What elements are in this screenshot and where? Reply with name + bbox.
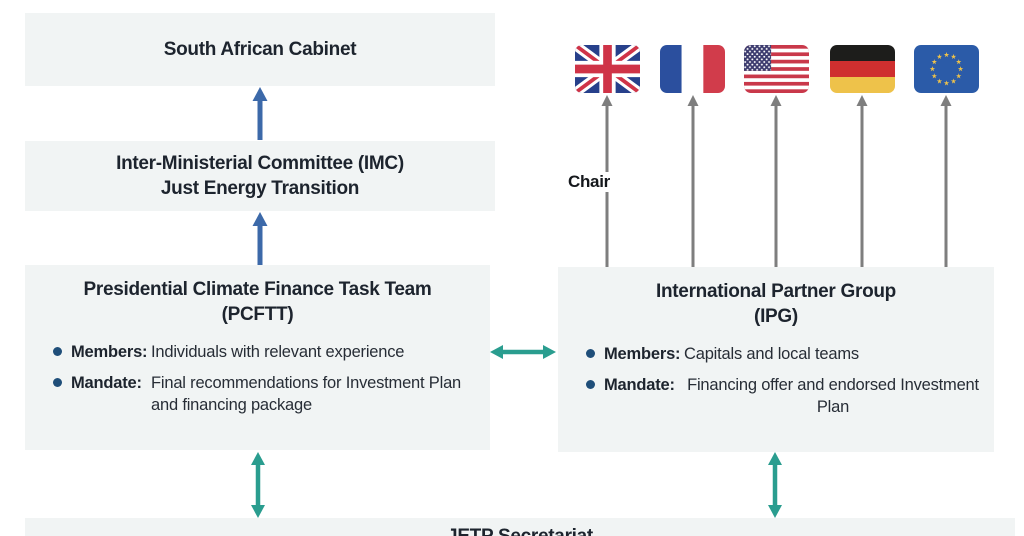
pcftt-title-line1: Presidential Climate Finance Task Team xyxy=(83,279,432,300)
arrow-ipg-to-us-flag xyxy=(770,95,782,267)
arrow-pcftt-secretariat-bidirectional xyxy=(251,452,265,518)
ipg-mandate-text: Financing offer and endorsed Investment … xyxy=(687,376,979,416)
secretariat-title: JETP Secretariat xyxy=(25,518,1015,536)
arrow-pcftt-to-imc xyxy=(252,212,268,265)
arrow-ipg-to-germany-flag xyxy=(856,95,868,267)
bullet-dot-icon xyxy=(53,347,62,356)
jetp-secretariat-box: JETP Secretariat xyxy=(25,518,1015,536)
ipg-title-line2: (IPG) xyxy=(754,306,798,327)
pcftt-title-line2: (PCFTT) xyxy=(221,304,294,325)
united-kingdom-flag-icon xyxy=(575,45,640,93)
united-states-flag-icon xyxy=(744,45,809,93)
france-flag-icon xyxy=(660,45,725,93)
imc-title-line1: Inter-Ministerial Committee (IMC) xyxy=(116,153,404,174)
ipg-members-row: Members: Capitals and local teams xyxy=(558,343,994,365)
ipg-members-label: Members: xyxy=(604,345,681,363)
germany-flag-icon xyxy=(830,45,895,93)
ipg-title-line1: International Partner Group xyxy=(656,281,896,302)
cabinet-title: South African Cabinet xyxy=(163,39,357,60)
european-union-flag-icon xyxy=(914,45,979,93)
pcftt-box: Presidential Climate Finance Task Team (… xyxy=(25,265,490,450)
ipg-mandate-row: Mandate: Financing offer and endorsed In… xyxy=(558,374,994,418)
arrow-ipg-to-eu-flag xyxy=(940,95,952,267)
ipg-members-text: Capitals and local teams xyxy=(684,345,859,363)
imc-box: Inter-Ministerial Committee (IMC) Just E… xyxy=(25,141,495,211)
ipg-mandate-label: Mandate: xyxy=(604,376,675,394)
pcftt-mandate-text: Final recommendations for Investment Pla… xyxy=(151,374,462,414)
bullet-dot-icon xyxy=(586,349,595,358)
arrow-pcftt-ipg-bidirectional xyxy=(490,345,556,359)
bullet-dot-icon xyxy=(53,378,62,387)
ipg-box: International Partner Group (IPG) Member… xyxy=(558,267,994,452)
pcftt-members-label: Members: xyxy=(71,343,148,361)
pcftt-mandate-row: Mandate: Final recommendations for Inves… xyxy=(25,372,490,416)
arrow-ipg-to-france-flag xyxy=(687,95,699,267)
imc-title-line2: Just Energy Transition xyxy=(160,178,360,199)
chair-label: Chair xyxy=(564,172,614,192)
pcftt-mandate-label: Mandate: xyxy=(71,374,142,392)
bullet-dot-icon xyxy=(586,380,595,389)
pcftt-members-text: Individuals with relevant experience xyxy=(151,343,405,361)
pcftt-members-row: Members: Individuals with relevant exper… xyxy=(25,341,490,363)
arrow-ipg-secretariat-bidirectional xyxy=(768,452,782,518)
arrow-imc-to-cabinet xyxy=(252,87,268,140)
south-african-cabinet-box: South African Cabinet xyxy=(25,13,495,86)
